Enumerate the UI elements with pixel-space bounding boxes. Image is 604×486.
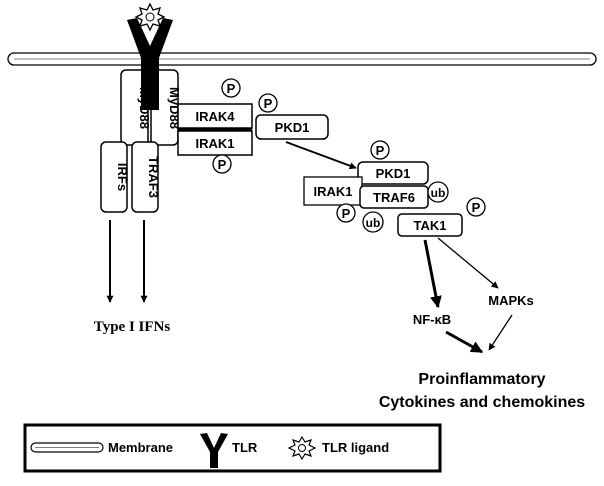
svg-text:ub: ub (431, 186, 446, 200)
legend-tlr-ligand-label: TLR ligand (322, 440, 389, 455)
svg-text:ub: ub (366, 216, 381, 230)
pkd1-complex-label: PKD1 (376, 166, 411, 181)
svg-text:P: P (472, 200, 481, 215)
nfkb-label: NF-κB (413, 312, 451, 327)
phospho-pkd1-complex: P (370, 140, 390, 160)
svg-text:P: P (376, 143, 385, 158)
arrow-tak1-to-nfkb (423, 239, 442, 309)
ubiquitin-irak1: ub (362, 211, 384, 233)
svg-text:P: P (218, 157, 227, 172)
irfs-box: IRFs (100, 141, 130, 213)
pkd1-top-label: PKD1 (275, 120, 310, 135)
phospho-tak1: P (466, 197, 486, 217)
irak1-top-label: IRAK1 (195, 136, 234, 151)
traf6-box: TRAF6 (359, 185, 429, 209)
irak1-box-complex: IRAK1 (303, 176, 363, 206)
irak1-complex-label: IRAK1 (313, 184, 352, 199)
phospho-pkd1-top: P (258, 93, 278, 113)
phospho-irak4: P (221, 78, 241, 98)
pkd1-box-top: PKD1 (255, 114, 329, 140)
legend-membrane-label: Membrane (108, 440, 173, 455)
traf6-label: TRAF6 (373, 190, 415, 205)
cell-membrane (7, 52, 597, 66)
arrow-mapks-to-cytokines (488, 314, 513, 351)
ubiquitin-traf6: ub (427, 181, 449, 203)
arrow-tak1-to-mapks (437, 237, 499, 289)
irak4-box: IRAK4 (177, 103, 253, 129)
legend-membrane-icon (30, 442, 104, 453)
arrow-pkd1-to-complex (285, 141, 357, 170)
irak4-label: IRAK4 (195, 109, 235, 124)
arrow-nfkb-to-cytokines (445, 330, 484, 354)
svg-text:P: P (264, 96, 273, 111)
phospho-irak1-top: P (212, 154, 232, 174)
legend: Membrane TLR TLR ligand (23, 423, 442, 473)
svg-text:P: P (342, 206, 351, 221)
traf3-box: TRAF3 (131, 141, 161, 213)
legend-tlr-icon (200, 433, 228, 468)
tak1-label: TAK1 (414, 218, 447, 233)
svg-text:P: P (227, 81, 236, 96)
proinflammatory-label-line1: Proinflammatory (418, 371, 545, 388)
tlr-receptor-icon (127, 18, 173, 110)
traf3-label: TRAF3 (146, 156, 161, 198)
phospho-irak1-complex: P (336, 203, 356, 223)
legend-tlr-ligand-icon (287, 435, 317, 461)
tlr-ligand-icon (134, 2, 166, 32)
mapks-label: MAPKs (488, 293, 534, 308)
proinflammatory-label-line2: Cytokines and chemokines (379, 394, 585, 411)
pkd1-box-complex: PKD1 (357, 161, 429, 185)
legend-tlr-label: TLR (232, 440, 258, 455)
irfs-label: IRFs (115, 163, 130, 191)
irak1-box-top: IRAK1 (177, 130, 253, 156)
type1-ifns-label: Type I IFNs (94, 319, 171, 335)
tak1-box: TAK1 (397, 213, 463, 237)
